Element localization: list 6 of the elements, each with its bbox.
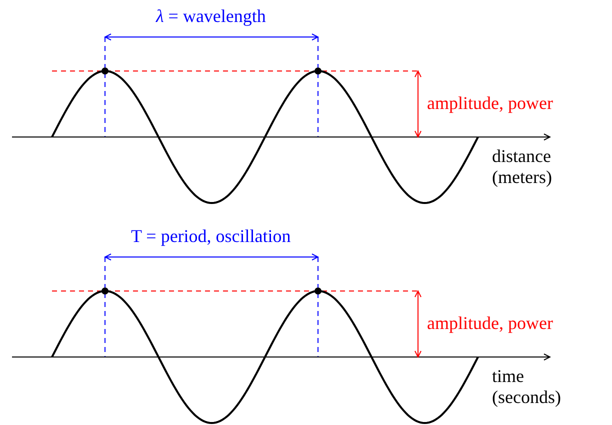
dimension-label: amplitude, power	[427, 313, 553, 334]
axis-label: time (seconds)	[492, 366, 562, 408]
dimension-label: T = period, oscillation	[131, 226, 291, 247]
dimension-label: amplitude, power	[427, 93, 553, 114]
axis-label: distance (meters)	[492, 146, 553, 188]
dimension-label: λ = wavelength	[156, 6, 266, 27]
